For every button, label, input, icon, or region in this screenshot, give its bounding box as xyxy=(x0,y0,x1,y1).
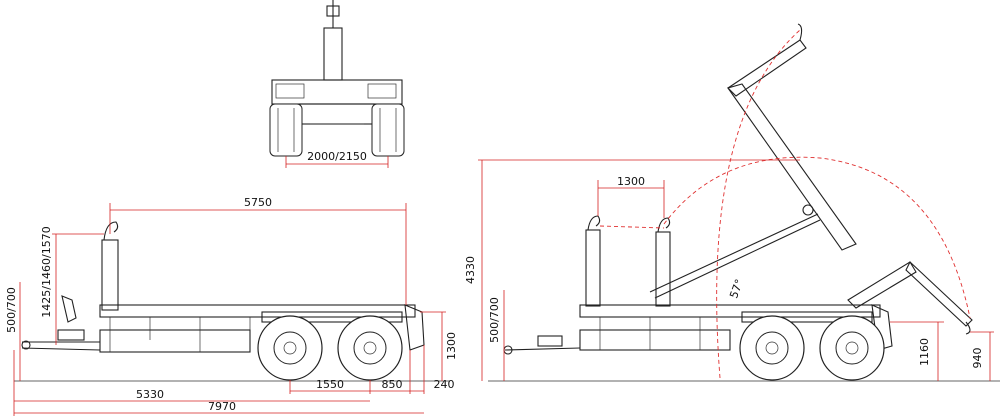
frame-height-label: 1160 xyxy=(918,338,931,366)
side-view-tipping: 1300 4330 57° 500/700 1160 940 xyxy=(464,23,1000,382)
hook-reach-label: 5750 xyxy=(244,196,272,209)
rear-hook-column xyxy=(323,27,343,81)
drawbar-height-label-left: 500/700 xyxy=(5,287,18,333)
wheel-rear-hub xyxy=(363,341,377,355)
hook-shift-label: 1300 xyxy=(617,175,645,188)
tip-main-frame xyxy=(579,304,881,318)
track-width-label: 2000/2150 xyxy=(307,150,367,163)
tip-arc-connect xyxy=(599,225,665,229)
wheel-front-hub xyxy=(283,341,297,355)
rear-lamp-left xyxy=(275,83,305,99)
drawbar-eye xyxy=(21,340,31,350)
main-frame xyxy=(99,304,416,318)
tip-wheel-front-hub xyxy=(765,341,779,355)
rear-hook-head xyxy=(326,5,340,17)
tip-arc-inner xyxy=(663,156,971,319)
rear-tyre-right xyxy=(371,103,405,157)
drawbar-height-label-right: 500/700 xyxy=(488,297,501,343)
tip-hook-tip-shifted xyxy=(657,217,671,233)
suspension-beam xyxy=(261,311,403,323)
hook-mast xyxy=(101,239,119,311)
tip-angle-label: 57° xyxy=(727,277,746,300)
wheel-front-rim xyxy=(273,331,307,365)
wheelbase-label: 5330 xyxy=(136,388,164,401)
tip-arm-lowered-hook xyxy=(965,321,971,335)
tip-wheel-rear-hub xyxy=(845,341,859,355)
tip-cylinder-rod xyxy=(654,219,821,299)
tip-drawbar xyxy=(504,347,581,351)
rear-tyre-left xyxy=(269,103,303,157)
tip-arm-main xyxy=(727,83,857,251)
deck-height-label: 1300 xyxy=(445,332,458,360)
rear-axle-to-end-label: 850 xyxy=(382,378,403,391)
tip-arm-pivot xyxy=(802,204,814,216)
rear-axle-block xyxy=(299,103,375,125)
drawbar-lower xyxy=(21,347,101,351)
axle-spacing-label: 1550 xyxy=(316,378,344,391)
rear-overhang-label: 240 xyxy=(434,378,455,391)
tip-wheel-rear-rim xyxy=(835,331,869,365)
tip-arm-lowered-end xyxy=(905,261,973,327)
tip-drawbar-jack xyxy=(537,335,563,347)
tip-suspension-beam xyxy=(741,311,873,323)
wheel-rear-rim xyxy=(353,331,387,365)
rear-lamp-right xyxy=(367,83,397,99)
hook-tip xyxy=(103,221,119,241)
tip-arc-outer xyxy=(716,29,801,379)
tip-wheel-front-rim xyxy=(755,331,789,365)
front-lamp-bracket xyxy=(61,295,77,323)
subframe xyxy=(99,329,251,353)
tip-arm-top xyxy=(727,39,807,97)
rear-view: 2000/2150 xyxy=(269,0,405,168)
tip-arm-hook xyxy=(797,23,803,41)
tip-hook-mast-retracted xyxy=(585,229,601,307)
max-height-label: 4330 xyxy=(464,256,477,284)
tip-hook-mast-shifted xyxy=(655,231,671,307)
hook-height-label: 1425/1460/1570 xyxy=(40,226,53,317)
tip-arm-lowered xyxy=(847,261,917,309)
hook-lowest-label: 940 xyxy=(971,348,984,369)
overall-length-label: 7970 xyxy=(208,400,236,413)
drawbar-jack xyxy=(57,329,85,341)
side-view-transport: 5750 1425/1460/1570 500/700 1300 1550 85… xyxy=(5,196,458,416)
tip-hook-tip-retracted xyxy=(587,215,601,231)
tip-cylinder xyxy=(649,213,819,293)
rear-frame-top xyxy=(271,79,403,105)
tip-subframe xyxy=(579,329,731,351)
